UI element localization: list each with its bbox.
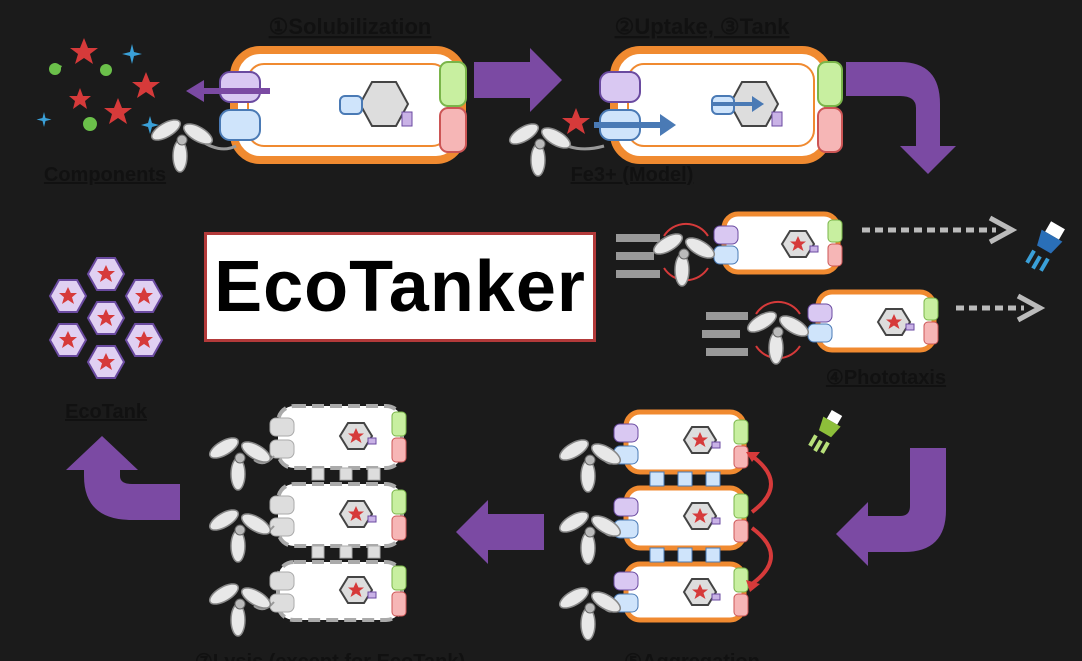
- aggregation-label: ⑤Aggregation: [624, 651, 760, 661]
- light-source-blue-icon: [1025, 221, 1065, 272]
- uptake-tank-label: ②Uptake, ③Tank: [615, 14, 791, 39]
- phototaxis-cell-2: [702, 289, 1046, 365]
- page-title: EcoTanker: [214, 247, 586, 327]
- flow-arrow-curve-down: [846, 62, 956, 174]
- ecotank-label: EcoTank: [65, 401, 148, 423]
- cell-uptake: [505, 46, 843, 177]
- phototaxis-cell-1: [616, 211, 1018, 287]
- flow-arrow-curve-left: [836, 448, 946, 566]
- fe3-label: Fe3+ (Model): [571, 164, 694, 186]
- lysis-label: ⑦Lysis (except for EcoTank): [195, 651, 465, 661]
- solubilization-label: ①Solubilization: [269, 14, 432, 39]
- flow-arrow-left: [456, 500, 544, 564]
- light-source-green-icon: [808, 409, 843, 454]
- lysis-cells: [205, 404, 407, 637]
- components-label: Components: [44, 164, 166, 186]
- cell-solubilization: [147, 46, 467, 173]
- flow-arrow-right-1: [474, 48, 562, 112]
- flow-arrow-curve-up: [66, 436, 180, 520]
- ecotank-cluster: [49, 257, 163, 379]
- title-box: EcoTanker: [204, 232, 596, 342]
- aggregation-cells: [555, 409, 773, 641]
- phototaxis-label: ④Phototaxis: [826, 367, 946, 389]
- components-cluster: [36, 38, 160, 134]
